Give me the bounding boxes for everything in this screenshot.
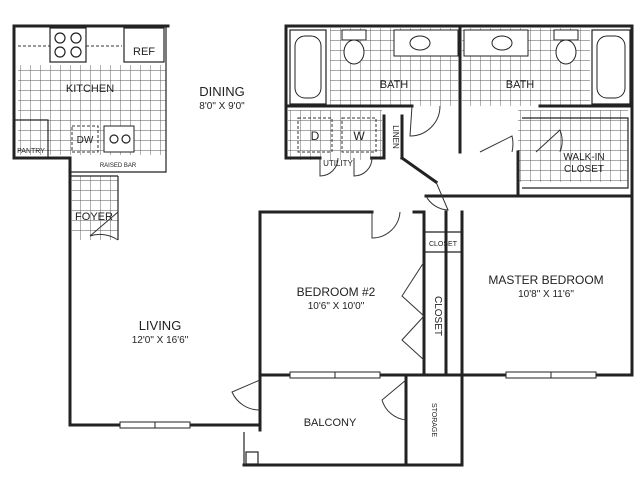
stove-icon (49, 27, 87, 63)
walkin-label-line1: WALK-IN (563, 152, 604, 163)
doors (89, 105, 563, 421)
dining-label: DINING (199, 84, 245, 99)
bath2-label: BATH (506, 79, 535, 91)
dishwasher-icon (71, 125, 99, 153)
dryer-label: D (311, 129, 320, 143)
walkin-tile-floor (518, 110, 628, 182)
dw-label: DW (77, 135, 94, 146)
storage-label: STORAGE (430, 403, 437, 437)
refrigerator-icon (123, 27, 165, 63)
pantry-label: PANTRY (17, 148, 45, 155)
linen-label: LINEN (391, 125, 400, 149)
bedroom2-label: BEDROOM #2 (297, 285, 376, 299)
kitchen-tile-floor (18, 65, 166, 155)
living-label: LIVING (139, 318, 182, 333)
foyer-tile-floor (72, 176, 118, 240)
room-labels: KITCHEN REF DW PANTRY RAISED BAR DINING … (17, 46, 605, 437)
foyer-label: FOYER (75, 211, 113, 223)
raised-bar-label: RAISED BAR (100, 163, 137, 169)
kitchen-sink-icon (103, 125, 135, 153)
walls (12, 24, 634, 467)
bath1-label: BATH (380, 79, 409, 91)
toilet-icon (553, 29, 579, 41)
windows (119, 371, 597, 429)
master-bedroom-size: 10'8" X 11'6" (518, 289, 574, 300)
bed2-closet-label: CLOSET (432, 296, 443, 336)
washer-icon (341, 117, 377, 153)
master-bedroom-label: MASTER BEDROOM (488, 273, 603, 287)
fixtures (18, 26, 631, 465)
balcony-label: BALCONY (304, 417, 357, 429)
living-size: 12'0" X 16'6" (132, 335, 189, 346)
dining-size: 8'0" X 9'0" (199, 101, 245, 112)
toilet-icon (341, 29, 367, 41)
bedroom2-size: 10'6" X 10'0" (308, 301, 365, 312)
dryer-icon (297, 117, 333, 153)
balcony-post-icon (245, 451, 259, 465)
small-closet-label: CLOSET (429, 241, 458, 248)
washer-label: W (353, 129, 365, 143)
ref-label: REF (133, 46, 155, 58)
utility-label: UTILITY (323, 159, 353, 168)
kitchen-label: KITCHEN (66, 83, 114, 95)
walkin-label-line2: CLOSET (564, 164, 604, 175)
